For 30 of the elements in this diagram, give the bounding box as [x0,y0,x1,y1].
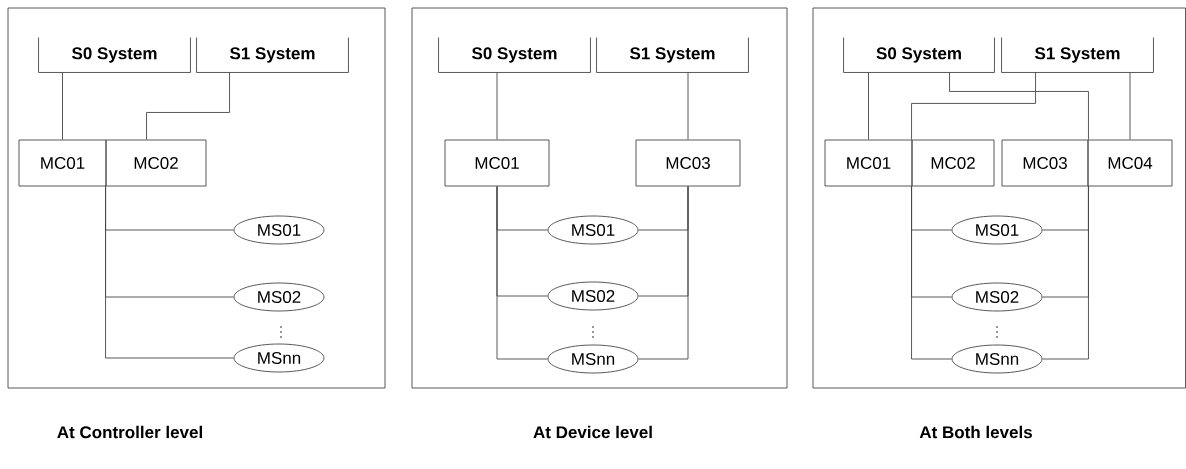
system-box: S0 System [843,37,995,73]
connector-line [868,72,869,140]
connector-line [496,72,498,140]
controller-box: MC03 [1001,139,1089,187]
connector-line [687,72,689,140]
system-box: S1 System [1001,37,1154,73]
panel-label: At Device level [533,425,652,439]
connector-line [911,72,1036,140]
controller-box: MC04 [1087,139,1173,187]
connector-line [911,186,952,360]
connector-line [146,72,230,140]
controller-box: MC03 [635,139,741,187]
panel-label: At Both levels [919,425,1032,439]
system-box: S0 System [438,37,591,73]
system-box: S1 System [596,37,749,73]
connector-line [949,72,1089,140]
connector-line [1042,186,1089,360]
connector-line [105,186,234,359]
controller-box: MC01 [444,139,550,187]
panel-label: At Controller level [57,425,202,439]
controller-box: MC01 [18,139,107,187]
connector-line [638,186,689,360]
system-box: S0 System [38,37,191,73]
controller-box: MC02 [105,139,207,187]
connector-line [62,72,63,140]
system-box: S1 System [196,37,349,73]
connector-line [1129,72,1131,140]
connector-line [496,186,548,360]
controller-box: MC01 [824,139,913,187]
controller-box: MC02 [911,139,995,187]
